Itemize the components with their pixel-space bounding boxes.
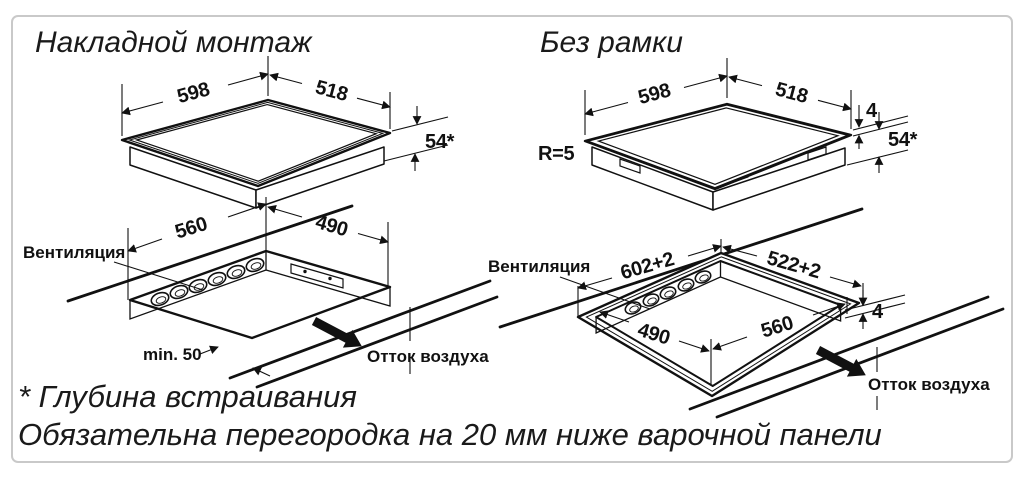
ventilation-holes — [150, 257, 265, 307]
frameless-hob-drawing: R=5 598 518 4 54* — [538, 58, 918, 211]
min-gap-label: min. 50 — [143, 345, 202, 364]
airflow-arrow — [311, 317, 362, 348]
corner-radius-label: R=5 — [538, 143, 575, 165]
footnote-depth: * Глубина встраивания — [18, 379, 357, 414]
step-depth-label: 4 — [872, 301, 884, 323]
panel-title-frameless: Без рамки — [540, 26, 683, 59]
dim-height-label: 54* — [888, 129, 918, 151]
vent-label: Вентиляция — [23, 243, 125, 262]
dim-height-label: 54* — [425, 131, 455, 153]
footnote-partition: Обязательна перегородка на 20 мм ниже ва… — [18, 417, 882, 452]
panel-title-surface-mount: Накладной монтаж — [35, 26, 313, 59]
ventilation-holes — [624, 270, 712, 315]
airflow-arrow — [815, 346, 866, 377]
airflow-label: Отток воздуха — [868, 375, 990, 394]
vent-label: Вентиляция — [488, 257, 590, 276]
mounting-bracket — [290, 263, 344, 289]
surface-mount-cutout-drawing: 560 490 Вентиляция min. 50 Отток воздуха — [23, 197, 499, 389]
frameless-cutout-drawing: 602+2 522+2 4 490 560 Вентиляция Отток в… — [488, 207, 1005, 419]
glass-thickness-label: 4 — [866, 100, 878, 122]
airflow-label: Отток воздуха — [367, 347, 489, 366]
